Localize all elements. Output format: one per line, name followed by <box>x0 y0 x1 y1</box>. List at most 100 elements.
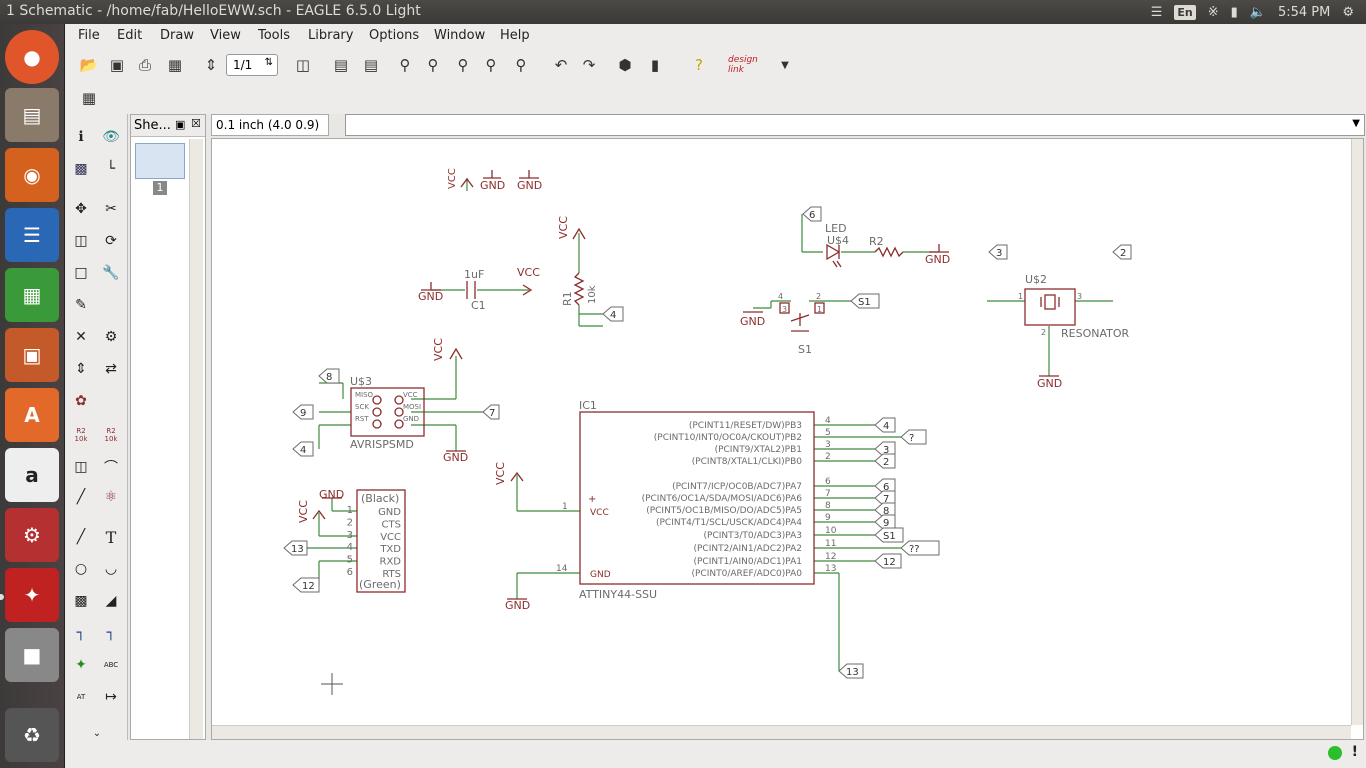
display-icon[interactable]: ▩ <box>74 161 88 177</box>
menu-window[interactable]: Window <box>434 28 486 43</box>
redo-icon[interactable]: ↷ <box>582 56 596 74</box>
zoom-redraw-icon[interactable]: ⚲ <box>485 56 497 74</box>
zoom-out-icon[interactable]: ⚲ <box>457 56 469 74</box>
writer-icon[interactable]: ☰ <box>5 208 59 262</box>
circle-icon[interactable]: ○ <box>74 561 88 577</box>
polygon-icon[interactable]: ◢ <box>105 593 117 609</box>
zoom-fit-icon[interactable]: ⚲ <box>399 56 411 74</box>
save-icon[interactable]: ▣ <box>109 56 125 74</box>
menu-options[interactable]: Options <box>369 28 420 43</box>
rect-icon[interactable]: ▩ <box>74 593 88 609</box>
float-icon[interactable]: ▣ <box>175 118 186 131</box>
keyboard-layout-indicator[interactable]: En <box>1174 4 1196 20</box>
sheets-scrollbar[interactable] <box>189 139 203 739</box>
ubuntu-dash-icon[interactable]: ● <box>5 30 59 84</box>
impress-icon[interactable]: ▣ <box>5 328 59 382</box>
canvas-vscroll[interactable] <box>1351 139 1363 725</box>
chevron-down-icon[interactable]: ⌄ <box>92 727 102 739</box>
chevron-down-icon[interactable]: ▼ <box>1352 118 1360 129</box>
command-input[interactable]: ▼ <box>345 114 1365 136</box>
junction-icon[interactable]: ✦ <box>75 657 87 673</box>
mark-icon[interactable]: └ <box>106 161 116 177</box>
ulp-icon[interactable]: ▤ <box>363 56 379 74</box>
pinswap-icon[interactable]: ⇕ <box>75 361 87 377</box>
zoom-select-icon[interactable]: ⚲ <box>515 56 527 74</box>
replace-icon[interactable]: ✿ <box>75 393 87 409</box>
volume-icon[interactable]: 🔈 <box>1249 4 1266 20</box>
firefox-icon[interactable]: ◉ <box>5 148 59 202</box>
invoke-icon[interactable]: ⚛ <box>104 489 118 505</box>
open-icon[interactable]: 📂 <box>79 56 99 74</box>
miter-icon[interactable]: ⌒ <box>104 460 118 476</box>
wifi-icon[interactable]: ☰ <box>1150 4 1163 20</box>
design-link-icon[interactable]: design link <box>728 55 758 75</box>
dimension-icon[interactable]: ↦ <box>105 689 117 705</box>
library-icon[interactable]: ◫ <box>295 56 311 74</box>
settings-icon[interactable]: ⚙ <box>5 508 59 562</box>
grid-icon[interactable]: ▦ <box>81 89 97 107</box>
file-manager-icon[interactable]: ▤ <box>5 88 59 142</box>
add-icon[interactable]: ⚙ <box>104 329 118 345</box>
canvas-hscroll[interactable] <box>212 725 1351 739</box>
menu-tools[interactable]: Tools <box>258 28 291 43</box>
board-switch-icon[interactable]: ⇕ <box>204 56 218 74</box>
schematic-drawing[interactable]: VCC GND GND GND 1uF C1 VCC VCC R1 10k LE… <box>212 139 1364 740</box>
menu-help[interactable]: Help <box>500 28 530 43</box>
copy-icon[interactable]: ✂ <box>105 201 117 217</box>
show-icon[interactable]: 👁 <box>102 129 120 145</box>
rotate-icon[interactable]: ⟳ <box>105 233 117 249</box>
undo-icon[interactable]: ↶ <box>554 56 568 74</box>
amazon-icon[interactable]: a <box>5 448 59 502</box>
split-icon[interactable]: ╱ <box>76 489 86 505</box>
move-icon[interactable]: ✥ <box>75 201 87 217</box>
script-icon[interactable]: ▤ <box>333 56 349 74</box>
delete-icon[interactable]: ✕ <box>75 329 87 345</box>
bus-icon[interactable]: ┐ <box>76 625 86 641</box>
clock[interactable]: 5:54 PM <box>1277 4 1331 20</box>
menu-view[interactable]: View <box>210 28 241 43</box>
bluetooth-icon[interactable]: ※ <box>1207 4 1219 20</box>
arc-icon[interactable]: ◡ <box>104 561 118 577</box>
print-icon[interactable]: ⎙ <box>138 56 151 74</box>
battery-icon[interactable]: ▮ <box>1230 4 1238 20</box>
menu-draw[interactable]: Draw <box>160 28 194 43</box>
attribute-tool[interactable]: AT <box>76 693 86 701</box>
schematic-canvas[interactable]: VCC GND GND GND 1uF C1 VCC VCC R1 10k LE… <box>211 138 1364 740</box>
text-tool[interactable]: T <box>105 527 117 547</box>
menu-library[interactable]: Library <box>308 28 354 43</box>
stop-icon[interactable]: ⬢ <box>618 56 632 74</box>
mirror-icon[interactable]: ◫ <box>74 233 88 249</box>
calc-icon[interactable]: ▦ <box>5 268 59 322</box>
gateswap-icon[interactable]: ⇄ <box>105 361 117 377</box>
svg-text:GND: GND <box>443 451 468 464</box>
svg-text:1: 1 <box>817 305 822 314</box>
system-tray: ☰ En ※ ▮ 🔈 5:54 PM ⚙ <box>1151 0 1366 24</box>
wire-icon[interactable]: ╱ <box>76 529 86 545</box>
menu-file[interactable]: File <box>78 28 100 43</box>
chevron-down-icon[interactable]: ▼ <box>781 59 789 71</box>
smash-icon[interactable]: ◫ <box>74 459 88 475</box>
trash-icon[interactable]: ♻ <box>5 708 59 762</box>
zoom-in-icon[interactable]: ⚲ <box>427 56 439 74</box>
disk-icon[interactable]: ■ <box>5 628 59 682</box>
info-icon[interactable]: ℹ <box>78 129 84 145</box>
sheet-thumbnail[interactable] <box>135 143 185 179</box>
eagle-icon[interactable]: ✦ <box>5 568 59 622</box>
net-icon[interactable]: ┐ <box>106 625 116 641</box>
change-icon[interactable]: 🔧 <box>102 265 120 281</box>
paste-icon[interactable]: ✎ <box>75 297 87 313</box>
group-icon[interactable]: □ <box>74 265 88 281</box>
cam-icon[interactable]: ▦ <box>167 56 183 74</box>
ic-pin-number: 3 <box>825 440 831 450</box>
warning-icon[interactable]: ! <box>1351 744 1358 760</box>
close-icon[interactable]: ☒ <box>191 117 201 130</box>
page-select[interactable]: 1/1⇅ <box>226 54 278 76</box>
go-icon[interactable]: ▮ <box>650 56 660 74</box>
label-tool[interactable]: ABC <box>103 661 119 669</box>
menu-edit[interactable]: Edit <box>117 28 143 43</box>
gear-icon[interactable]: ⚙ <box>1342 4 1354 20</box>
software-center-icon[interactable]: A <box>5 388 59 442</box>
help-icon[interactable]: ? <box>695 56 703 74</box>
